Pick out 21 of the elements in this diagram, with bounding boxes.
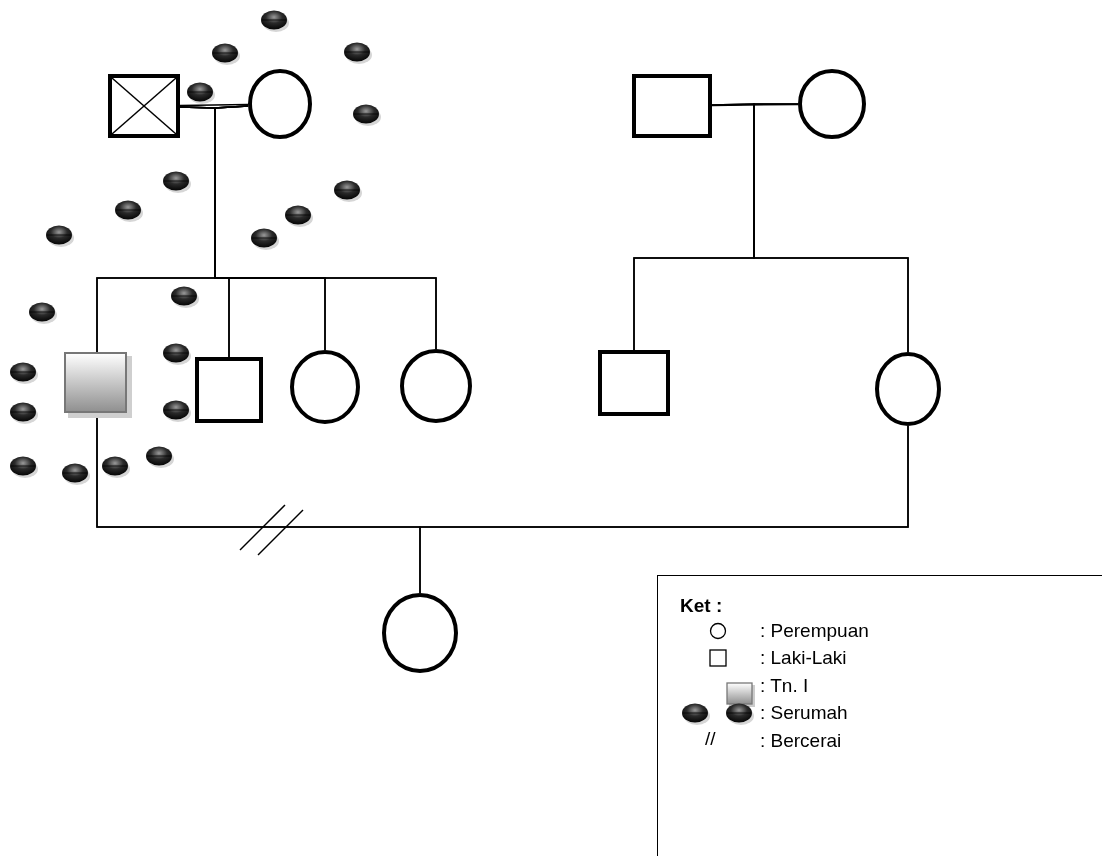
relationship-line xyxy=(419,425,909,594)
deceased-male-square xyxy=(108,74,180,138)
relationship-line xyxy=(753,103,909,353)
male-square xyxy=(598,350,670,416)
relationship-line xyxy=(179,103,249,107)
female-circle xyxy=(400,349,472,423)
legend-text: : Serumah xyxy=(760,702,848,724)
male-square xyxy=(195,357,263,423)
female-circle xyxy=(382,593,458,673)
female-circle xyxy=(248,69,312,139)
legend-text: : Tn. I xyxy=(760,675,809,697)
legend-text: : Bercerai xyxy=(760,730,842,752)
male-square xyxy=(632,74,712,138)
divorce-symbol: // xyxy=(705,728,716,750)
legend-text: : Laki-Laki xyxy=(760,647,847,669)
female-circle xyxy=(290,350,360,424)
female-circle xyxy=(875,352,941,426)
patient-square xyxy=(64,352,130,416)
legend-heading: Ket : xyxy=(680,595,723,617)
female-circle xyxy=(798,69,866,139)
legend-text: : Perempuan xyxy=(760,620,869,642)
